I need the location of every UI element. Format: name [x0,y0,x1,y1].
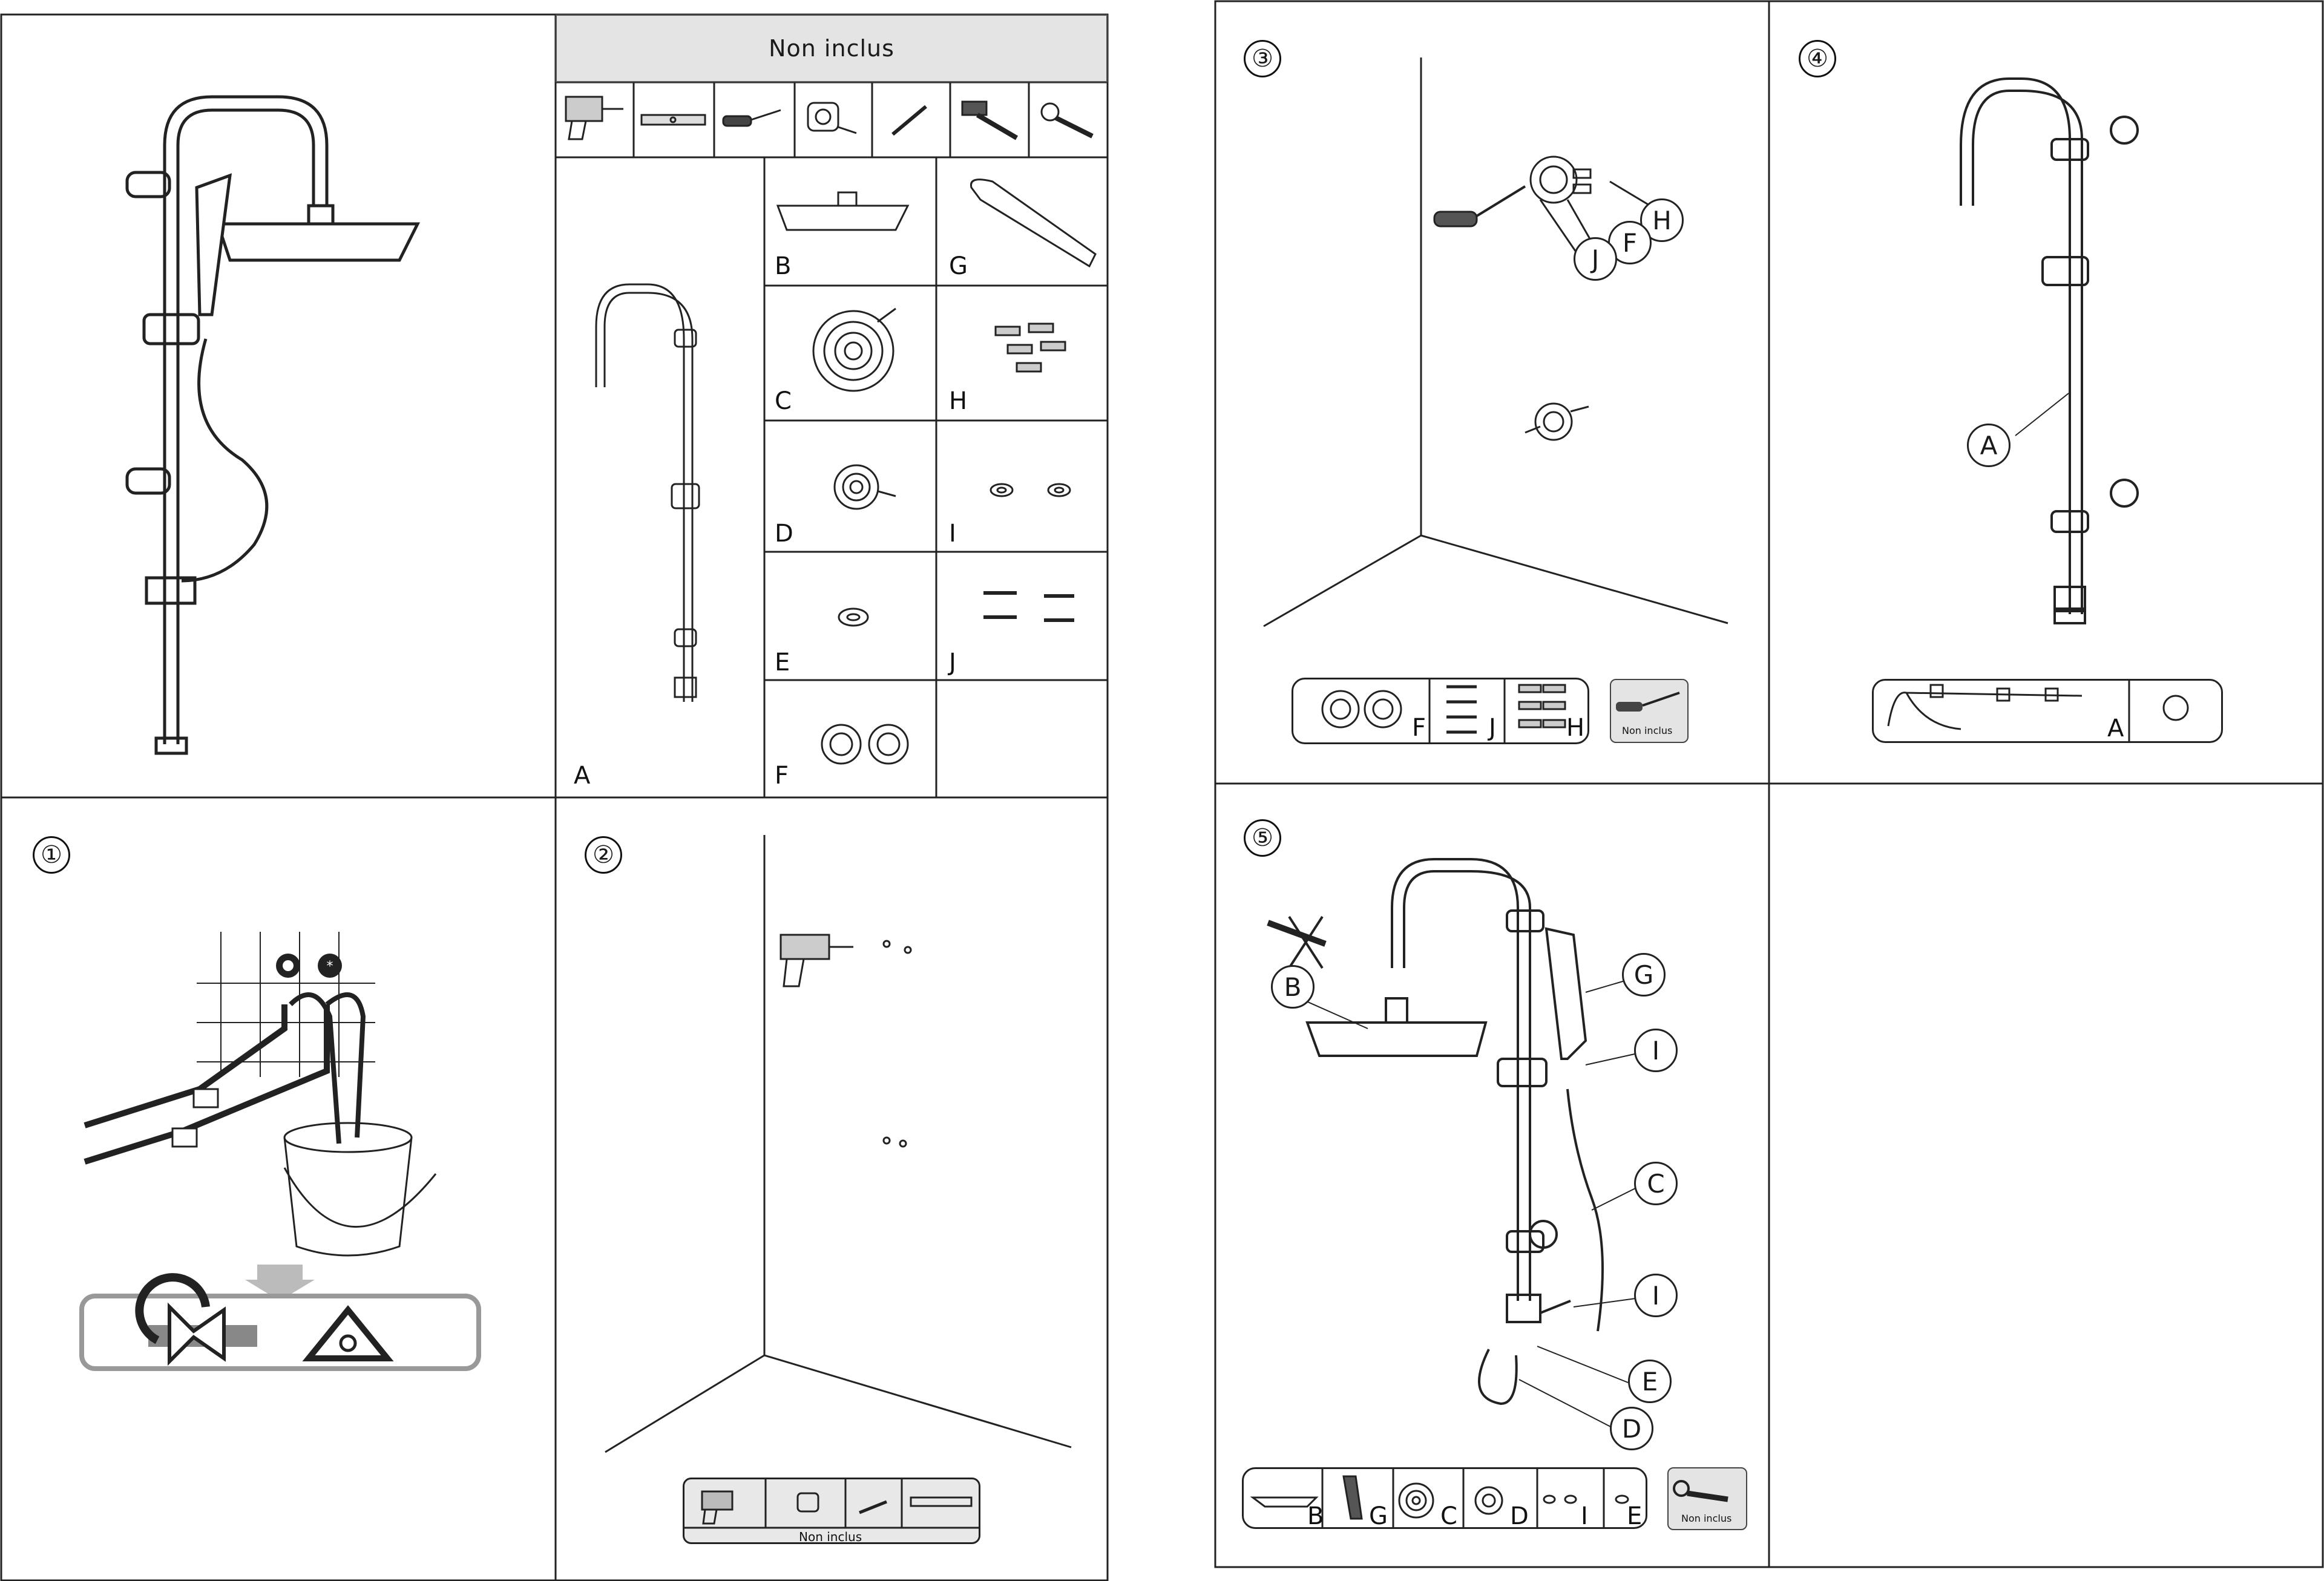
step-5-label-b: B [1271,965,1315,1009]
step-5-strip-i: I [1581,1502,1588,1530]
part-e-washer [838,607,869,627]
step-5-non-inclus: Non inclus [1681,1513,1732,1524]
step-5-strip-g: G [1369,1502,1388,1530]
step-2-number: ② [585,836,622,874]
part-g-handshower [970,178,1097,268]
warning-icon [302,1305,394,1361]
non-inclus-header: Non inclus [556,15,1108,82]
part-b-head [776,191,910,231]
cold-water-icon: * [318,954,342,978]
part-j-screws [983,591,1074,622]
step-5-non-inclus-box [1667,1467,1747,1530]
label-i: I [949,520,956,548]
part-f-rosettes [821,724,909,765]
part-c-hose [812,307,896,392]
level-icon [640,114,706,126]
step-3-non-inclus: Non inclus [1622,725,1673,736]
step-4-label-a: A [1967,424,2011,467]
step-5-label-i-top: I [1634,1029,1678,1072]
label-d: D [775,520,793,548]
label-b: B [775,252,792,280]
step-5-label-d: D [1610,1407,1653,1450]
label-g: G [949,252,968,280]
screwdriver-icon [722,109,781,127]
step-5-number: ⑤ [1244,819,1281,857]
step-2-tool-strip [683,1478,980,1544]
step-3-label-h: H [1640,198,1684,242]
hot-water-icon [276,954,300,978]
step-5-strip-d: D [1510,1502,1529,1530]
svg-text:*: * [327,959,333,974]
step-1-number: ① [33,836,70,874]
drill-icon [565,96,623,140]
label-h: H [949,387,968,415]
step-5-label-c: C [1634,1162,1678,1205]
step-3-strip-j: J [1489,714,1496,742]
pencil-icon [891,105,927,136]
step-3-label-j: J [1574,237,1617,281]
part-i-washers [990,483,1071,497]
step-5-strip-c: C [1440,1502,1457,1530]
step-4-number: ④ [1799,40,1836,77]
step-5-label-e: E [1628,1360,1672,1403]
label-a: A [574,762,591,790]
step-3-strip-f: F [1412,714,1426,742]
part-h-anchors [994,322,1066,373]
wrench-icon [1040,102,1094,139]
label-e: E [775,649,790,676]
hammer-icon [961,100,1019,140]
label-c: C [775,387,792,415]
step-4-strip-a: A [2107,715,2124,742]
part-d-hose [833,464,896,510]
step-3-number: ③ [1244,40,1281,77]
valve-off-icon [135,1273,257,1366]
non-inclus-title: Non inclus [769,35,894,62]
label-f: F [775,762,789,790]
step-3-parts-strip [1292,678,1589,744]
step-2-non-inclus: Non inclus [799,1530,862,1544]
step-5-strip-e: E [1627,1502,1643,1530]
tape-measure-icon [807,102,857,134]
part-a-rail [595,283,700,702]
step-5-strip-b: B [1307,1502,1324,1530]
label-j: J [949,649,956,676]
step-5-label-g: G [1622,953,1666,997]
step-3-strip-h: H [1566,714,1585,742]
step-5-label-i-bottom: I [1634,1274,1678,1317]
